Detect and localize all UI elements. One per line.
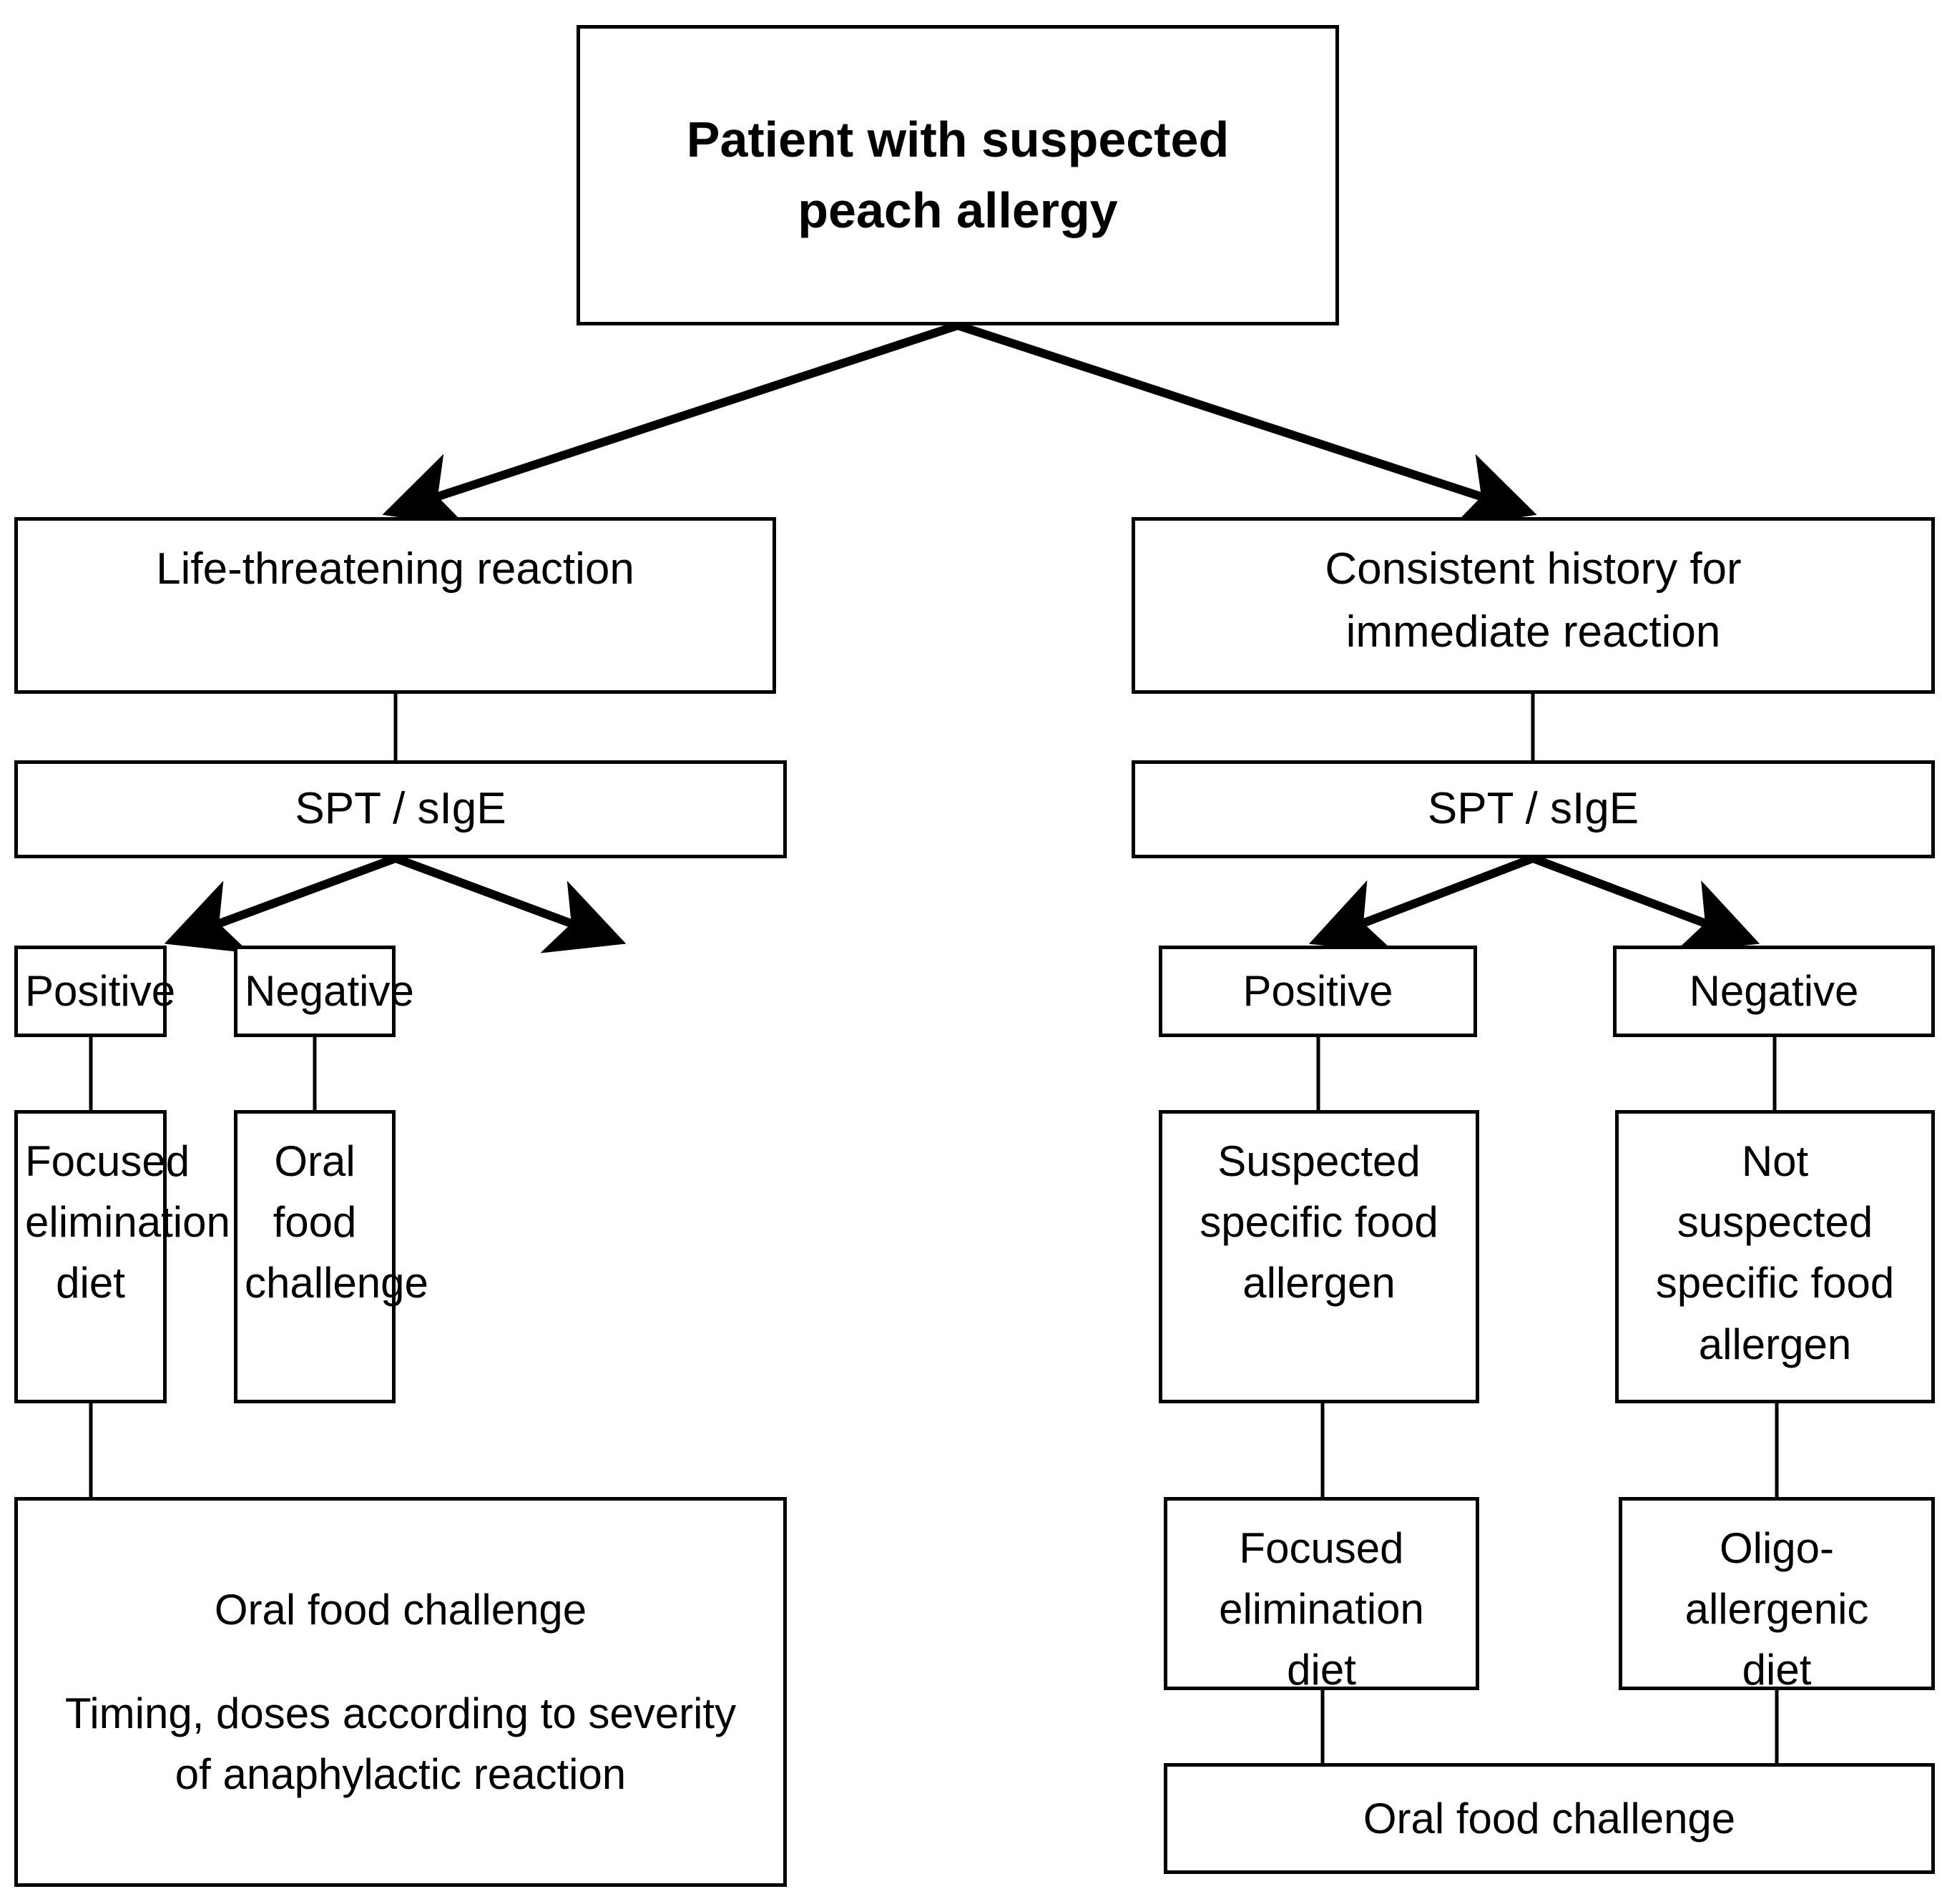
node-right-branch[interactable]: Consistent history for immediate reactio… bbox=[1132, 517, 1935, 694]
node-left-positive-action[interactable]: Focused elimination diet bbox=[14, 1110, 230, 1403]
node-right-negative-action[interactable]: Not suspected specific food allergen bbox=[1615, 1110, 1935, 1403]
node-right-positive-diet[interactable]: Focused elimination diet bbox=[1164, 1497, 1479, 1694]
node-right-final-label: Oral food challenge bbox=[1363, 1794, 1736, 1842]
edge-right-test-to-positive bbox=[1308, 854, 1535, 953]
node-right-negative-action-label: Not suspected specific food allergen bbox=[1655, 1137, 1895, 1368]
node-left-negative[interactable]: Negative bbox=[234, 946, 414, 1037]
node-root-label: Patient with suspected peach allergy bbox=[686, 111, 1230, 238]
node-right-positive-label: Positive bbox=[1242, 967, 1393, 1016]
node-left-branch-label: Life-threatening reaction bbox=[156, 544, 634, 594]
edge-left-test-to-negative bbox=[393, 854, 627, 953]
node-left-final[interactable]: Oral food challenge Timing, doses accord… bbox=[14, 1497, 787, 1887]
node-right-negative-label: Negative bbox=[1689, 967, 1859, 1016]
node-left-negative-label: Negative bbox=[245, 967, 414, 1016]
node-left-negative-action[interactable]: Oral food challenge bbox=[234, 1110, 428, 1403]
node-right-negative[interactable]: Negative bbox=[1613, 946, 1935, 1037]
edge-root-to-left-branch bbox=[382, 321, 959, 528]
node-left-negative-action-label: Oral food challenge bbox=[245, 1137, 428, 1307]
node-left-final-heading: Oral food challenge bbox=[214, 1585, 587, 1634]
node-right-test[interactable]: SPT / sIgE bbox=[1132, 760, 1935, 858]
node-left-branch[interactable]: Life-threatening reaction bbox=[14, 517, 776, 694]
node-right-negative-diet[interactable]: Oligo- allergenic diet bbox=[1619, 1497, 1935, 1694]
node-left-test-label: SPT / sIgE bbox=[295, 784, 506, 834]
node-left-test[interactable]: SPT / sIgE bbox=[14, 760, 787, 858]
node-right-final[interactable]: Oral food challenge bbox=[1164, 1763, 1935, 1874]
edge-root-to-right-branch bbox=[956, 321, 1537, 528]
node-right-positive-action-label: Suspected specific food allergen bbox=[1200, 1137, 1438, 1307]
edge-left-test-to-positive bbox=[164, 854, 398, 953]
node-left-final-detail: Timing, doses according to severity of a… bbox=[64, 1689, 737, 1799]
node-right-positive[interactable]: Positive bbox=[1159, 946, 1477, 1037]
node-left-positive[interactable]: Positive bbox=[14, 946, 176, 1037]
edge-right-test-to-negative bbox=[1531, 854, 1760, 953]
node-left-positive-action-label: Focused elimination diet bbox=[25, 1137, 230, 1307]
node-right-negative-diet-label: Oligo- allergenic diet bbox=[1684, 1524, 1869, 1694]
node-right-positive-diet-label: Focused elimination diet bbox=[1219, 1524, 1424, 1694]
node-left-positive-label: Positive bbox=[25, 967, 176, 1016]
node-root[interactable]: Patient with suspected peach allergy bbox=[577, 25, 1339, 325]
node-right-positive-action[interactable]: Suspected specific food allergen bbox=[1159, 1110, 1479, 1403]
node-right-test-label: SPT / sIgE bbox=[1427, 784, 1639, 834]
node-right-branch-label: Consistent history for immediate reactio… bbox=[1325, 544, 1742, 657]
